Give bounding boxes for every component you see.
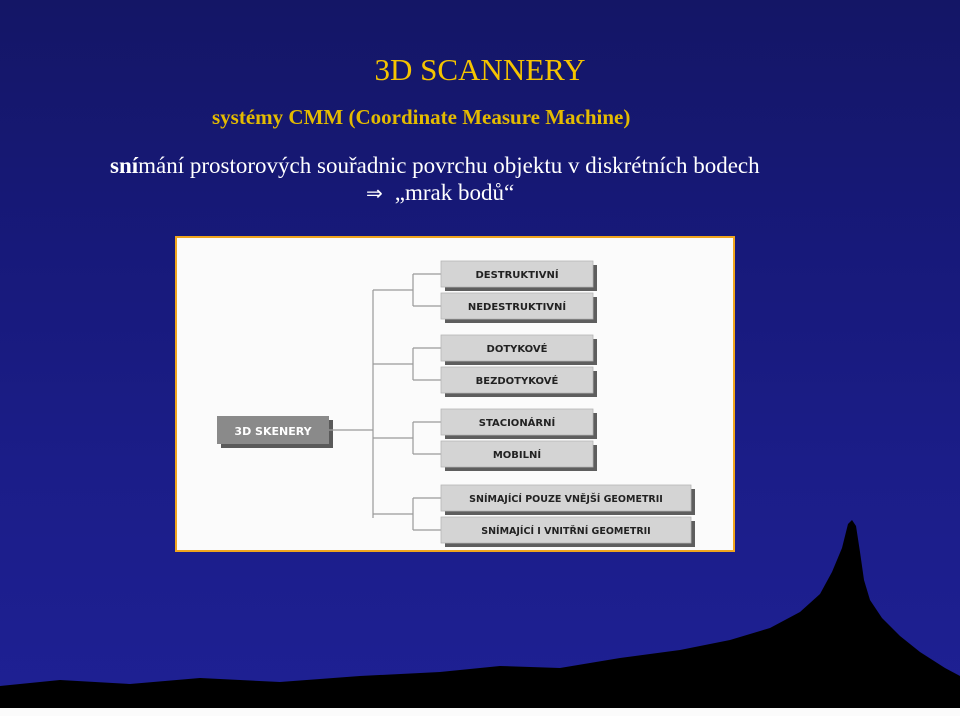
mountain-shape [0,520,960,716]
bottom-band [0,708,960,716]
